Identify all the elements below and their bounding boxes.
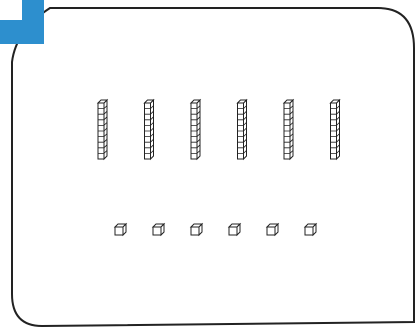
ten-rod-icon [238,100,247,159]
unit-cube-icon [229,224,240,235]
ten-rod-icon [98,100,107,159]
unit-cube-icon [267,224,278,235]
ten-rod-icon [191,100,200,159]
card-outline [12,8,414,326]
ten-rod-icon [331,100,340,159]
unit-cube-icon [191,224,202,235]
unit-cube-icon [153,224,164,235]
ten-rods-row [98,100,340,159]
ten-rod-icon [284,100,293,159]
unit-cubes-row [115,224,316,235]
unit-cube-icon [115,224,126,235]
ten-rod-icon [145,100,154,159]
unit-cube-icon [305,224,316,235]
blue-corner-tab-icon [0,0,44,44]
